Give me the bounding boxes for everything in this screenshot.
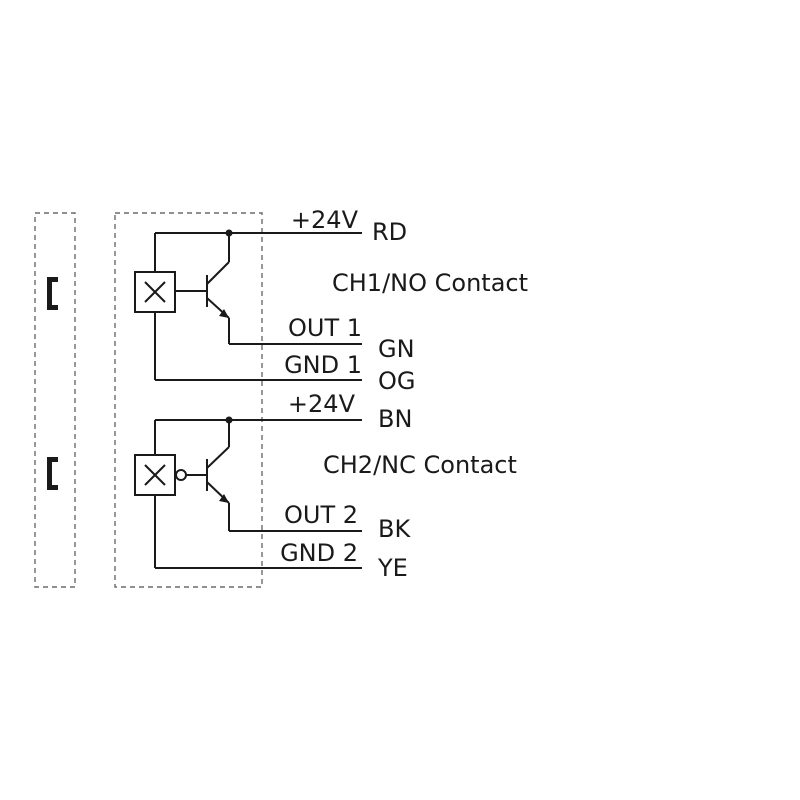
- ch1-output-label: OUT 1: [288, 314, 362, 342]
- channel-1-circuit: +24V RD CH1/NO Contact OUT 1 GN GND 1 OG: [134, 206, 528, 395]
- ch2-ground-color: YE: [377, 554, 408, 582]
- ch1-supply-color: RD: [372, 218, 407, 246]
- ch2-sensor-cross-b: [144, 464, 166, 486]
- ch1-ground-label: GND 1: [284, 351, 362, 379]
- ch2-title: CH2/NC Contact: [323, 451, 517, 479]
- magnet-1-icon: [47, 277, 58, 310]
- sensor-housing-outline: [114, 212, 263, 588]
- channel-2-circuit: +24V BN CH2/NC Contact OUT 2 BK GND 2 YE: [134, 390, 517, 582]
- ch1-transistor-icon: [206, 261, 230, 319]
- ch2-ground-label: GND 2: [280, 539, 358, 567]
- ch1-sensor-cross-b: [144, 281, 166, 303]
- ch2-output-label: OUT 2: [284, 501, 358, 529]
- ch1-ground-color: OG: [378, 367, 416, 395]
- ch1-title: CH1/NO Contact: [332, 269, 528, 297]
- ch2-transistor-icon: [206, 446, 230, 504]
- ch1-junction-dot: [225, 229, 233, 237]
- ch1-transistor-collector: [206, 261, 230, 285]
- ch2-emitter-arrow: [219, 494, 229, 503]
- ch1-supply-label: +24V: [291, 206, 359, 234]
- magnet-2-icon: [47, 457, 58, 490]
- ch1-output-color: GN: [378, 335, 415, 363]
- ch2-supply-label: +24V: [288, 390, 356, 418]
- actuator-housing-outline: [34, 212, 76, 588]
- ch2-supply-color: BN: [378, 405, 412, 433]
- ch1-emitter-arrow: [219, 309, 229, 318]
- ch2-inverter-bubble-icon: [175, 469, 187, 481]
- ch2-transistor-collector: [206, 446, 230, 469]
- ch2-output-color: BK: [378, 515, 411, 543]
- ch2-junction-dot: [225, 416, 233, 424]
